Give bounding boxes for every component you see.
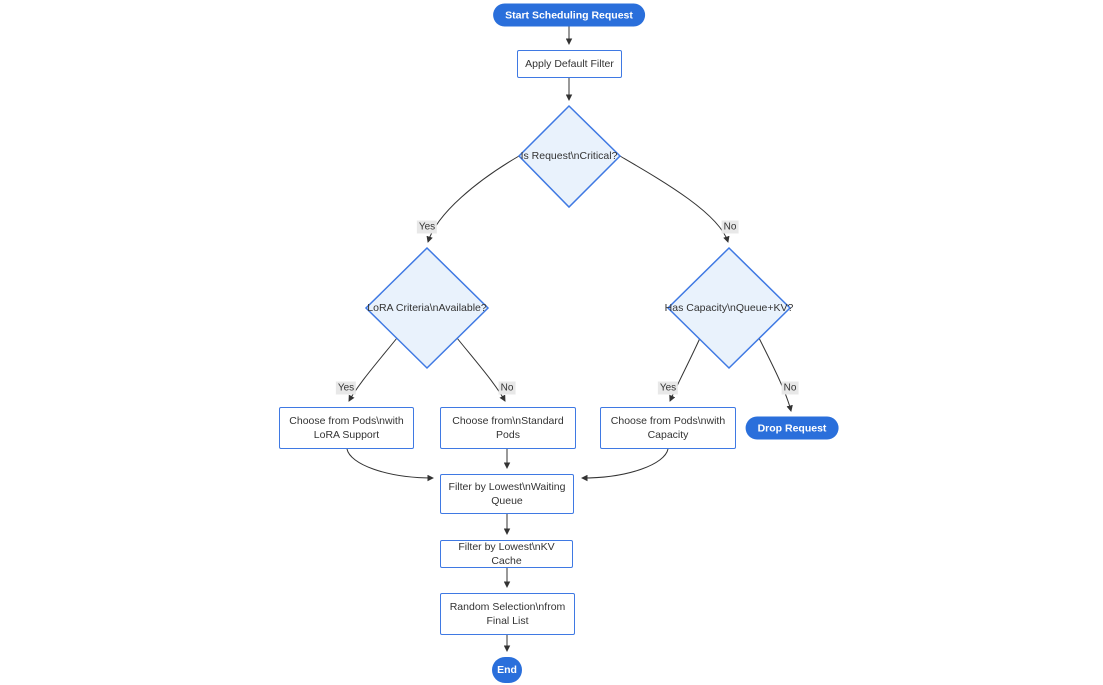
edge-label-critical-yes: Yes (416, 220, 438, 234)
edge-choosecapacity-to-filter (581, 448, 669, 482)
edge-capacity-no (758, 337, 793, 412)
edge-label-lora-yes: Yes (335, 381, 357, 395)
edge-label-capacity-no: No (781, 381, 799, 395)
node-filter-kv-cache: Filter by Lowest\nKV Cache (440, 540, 573, 568)
edge-lora-no (456, 337, 506, 402)
decision-lora-available-shape (364, 246, 490, 370)
edge-lora-yes (348, 337, 398, 402)
edge-critical-yes (426, 155, 520, 243)
edge-chooselora-to-filter (346, 448, 434, 482)
edge-critical-no (619, 155, 730, 243)
node-end: End (492, 657, 522, 683)
edge-capacity-yes (669, 337, 701, 402)
edge-label-critical-no: No (721, 220, 739, 234)
edge-label-capacity-yes: Yes (657, 381, 679, 395)
node-choose-lora-pods: Choose from Pods\nwith LoRA Support (279, 407, 414, 449)
edge-label-lora-no: No (498, 381, 516, 395)
node-start: Start Scheduling Request (493, 3, 645, 27)
node-random-selection: Random Selection\nfrom Final List (440, 593, 575, 635)
node-apply-default-filter: Apply Default Filter (517, 50, 622, 78)
decision-is-critical-shape (517, 104, 622, 209)
node-has-capacity-label: Has Capacity\nQueue+KV? (664, 302, 794, 314)
node-choose-standard-pods: Choose from\nStandard Pods (440, 407, 576, 449)
node-is-critical-label: Is Request\nCritical? (520, 150, 618, 162)
decision-has-capacity-shape (666, 246, 792, 370)
node-choose-capacity-pods: Choose from Pods\nwith Capacity (600, 407, 736, 449)
node-drop-request: Drop Request (745, 416, 839, 440)
node-lora-available-label: LoRA Criteria\nAvailable? (367, 302, 487, 314)
node-filter-waiting-queue: Filter by Lowest\nWaiting Queue (440, 474, 574, 514)
